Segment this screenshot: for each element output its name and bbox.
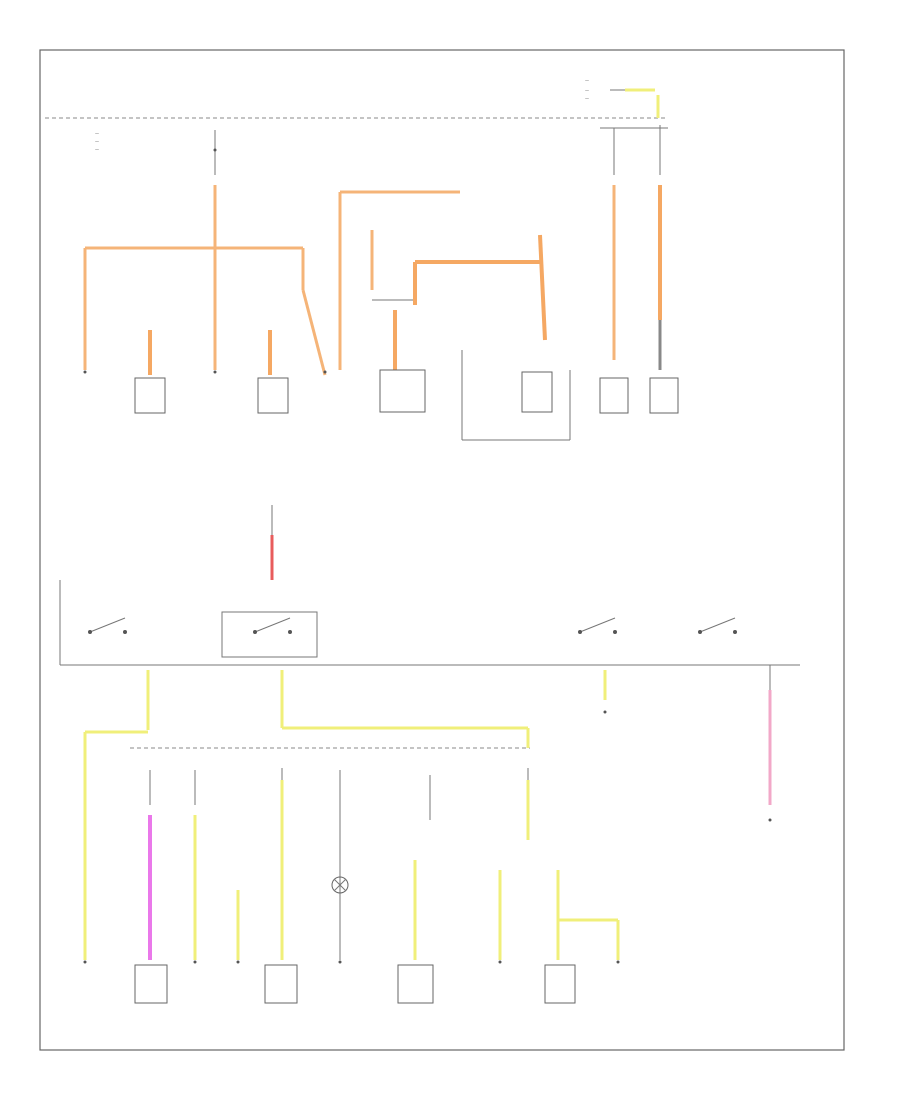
svg-text:—: — xyxy=(95,139,99,144)
lower-component-3 xyxy=(397,964,434,1004)
lamp-symbol xyxy=(331,876,349,894)
ignition-switch-box xyxy=(221,611,318,658)
fuse-row-lower xyxy=(149,768,529,960)
upper-component-1 xyxy=(134,377,166,414)
upper-left-label-block: — — — xyxy=(95,131,99,152)
upper-component-4 xyxy=(521,371,553,413)
svg-text:—: — xyxy=(585,88,589,93)
lower-component-1 xyxy=(134,964,168,1004)
svg-text:—: — xyxy=(585,96,589,101)
orange-drop-d xyxy=(301,289,327,376)
ignition-switch-3 xyxy=(578,617,617,634)
svg-text:—: — xyxy=(585,78,589,83)
svg-text:—: — xyxy=(95,147,99,152)
upper-component-2 xyxy=(257,377,289,414)
lower-component-4 xyxy=(544,964,576,1004)
diagram-frame xyxy=(39,49,845,1051)
orange-drop-h xyxy=(538,234,547,341)
lower-component-2 xyxy=(264,964,298,1004)
upper-component-6 xyxy=(599,377,629,414)
upper-component-3 xyxy=(379,369,426,413)
ignition-switch-2 xyxy=(253,617,292,634)
top-feed-connector: — — — xyxy=(585,78,660,118)
terminal-dots xyxy=(83,370,772,964)
ignition-switch-1 xyxy=(88,617,127,634)
upper-component-5 xyxy=(649,377,679,414)
svg-text:—: — xyxy=(95,131,99,136)
fuse-feed-1 xyxy=(213,130,217,255)
ignition-switch-4 xyxy=(698,617,737,634)
